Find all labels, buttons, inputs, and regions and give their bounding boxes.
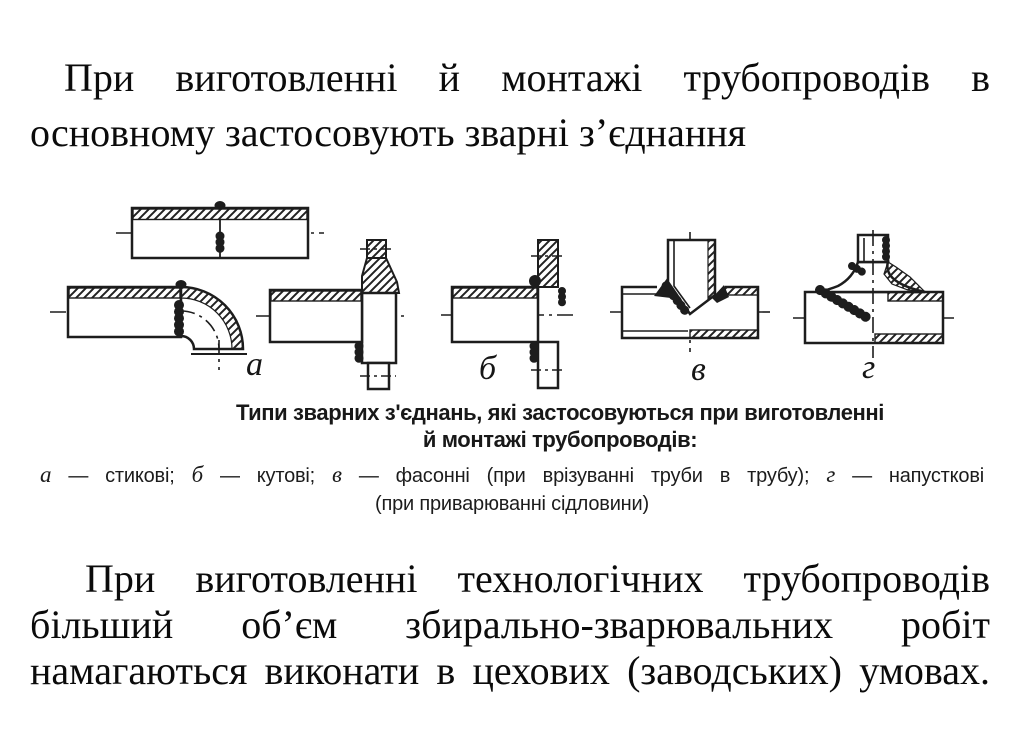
joint-label-a: а [246, 346, 263, 383]
legend-text-g: — напусткові [835, 465, 984, 487]
legend-key-b: б [191, 462, 204, 487]
outro-paragraph: При виготовленні технологічних трубопров… [30, 556, 990, 694]
welded-joints-drawing [50, 201, 957, 391]
intro-line-2: основному застосовують зварні з’єднання [30, 110, 747, 155]
welded-joints-figure [0, 190, 1024, 400]
intro-line-1: При виготовленні й монтажі трубопроводів… [64, 55, 990, 100]
outro-line-3: намагаються виконати в цехових (заводськ… [30, 648, 990, 693]
intro-paragraph: При виготовленні й монтажі трубопроводів… [30, 50, 990, 160]
joint-label-b: б [479, 350, 497, 387]
figure-legend-line-1: а — стикові; б — кутові; в — фасонні (пр… [40, 462, 984, 489]
figure-legend-line-2: (при приварюванні сідловини) [375, 493, 649, 515]
figure-caption-line-1: Типи зварних з'єднань, які застосовуютьс… [235, 400, 885, 425]
legend-key-v: в [332, 462, 342, 487]
figure-legend: а — стикові; б — кутові; в — фасонні (пр… [40, 462, 984, 517]
joint-label-g: г [862, 349, 876, 386]
joint-label-v: в [691, 351, 706, 388]
butt-weld-elbow-drawing [50, 280, 247, 370]
outro-line-1: При виготовленні технологічних трубопров… [85, 556, 990, 601]
fitting-weld-tee-drawing [610, 232, 770, 352]
legend-text-v: — фасонні (при врізуванні труби в трубу)… [341, 465, 827, 487]
legend-text-b: — кутові; [202, 465, 333, 487]
butt-weld-straight-pipe-drawing [116, 201, 324, 260]
outro-line-2: більший об’єм збирально-зварювальних роб… [30, 602, 990, 647]
legend-key-g: г [826, 462, 836, 487]
corner-weld-flat-flange-drawing [441, 239, 576, 390]
legend-text-a: — стикові; [51, 465, 192, 487]
lap-weld-saddle-drawing [793, 230, 957, 358]
figure-caption-line-2: й монтажі трубопроводів: [422, 427, 698, 452]
legend-key-a: а [40, 462, 52, 487]
corner-weld-flange-hub-drawing [256, 239, 404, 391]
figure-caption: Типи зварних з'єднань, які застосовуютьс… [140, 399, 980, 453]
